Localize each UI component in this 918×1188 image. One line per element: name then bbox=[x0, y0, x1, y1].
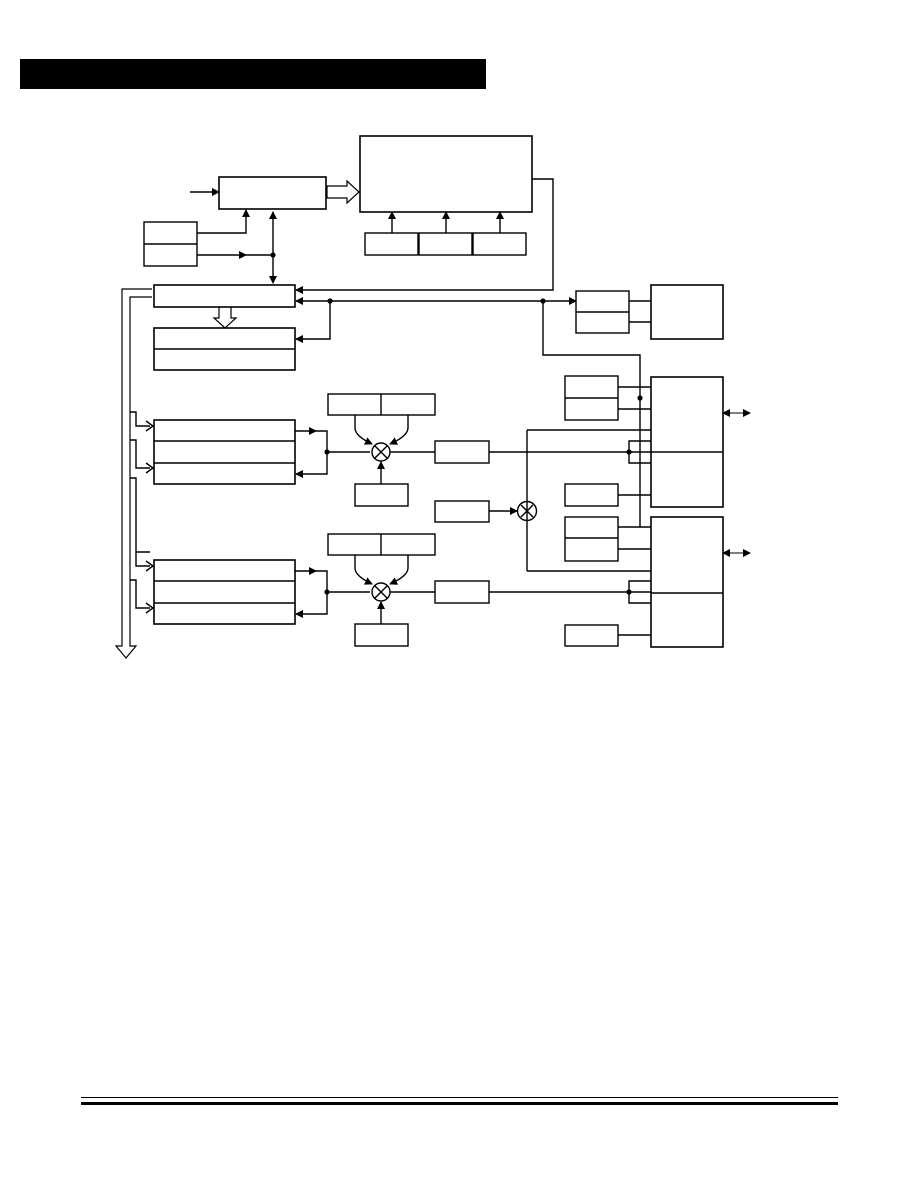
connector-line bbox=[130, 439, 150, 469]
connector-line bbox=[145, 420, 155, 432]
connector-line bbox=[295, 301, 331, 343]
junction-dot bbox=[637, 395, 643, 401]
connector-line bbox=[130, 477, 150, 553]
junction-dot bbox=[324, 589, 330, 595]
connector-line bbox=[542, 301, 641, 527]
center-input-block bbox=[434, 500, 490, 523]
output-block-1 bbox=[650, 376, 724, 508]
module-2-registers bbox=[153, 559, 296, 625]
connector-line bbox=[389, 415, 409, 445]
connector-line bbox=[389, 555, 409, 585]
top-sub-block-3 bbox=[472, 232, 527, 256]
connector-line bbox=[374, 585, 388, 599]
module-1-registers bbox=[153, 419, 296, 485]
connector-line bbox=[135, 552, 150, 567]
connector-line bbox=[295, 570, 328, 618]
bus-arrow-right bbox=[326, 179, 360, 205]
footer-rule-thick bbox=[81, 1102, 838, 1105]
right-pair-2 bbox=[564, 516, 619, 562]
connector-line bbox=[145, 462, 155, 474]
connector-line bbox=[145, 602, 155, 614]
right-single-1 bbox=[564, 483, 619, 507]
connector-line bbox=[628, 440, 651, 452]
top-sub-block-1 bbox=[364, 232, 419, 256]
connector-line bbox=[628, 452, 651, 464]
module-2-output-block bbox=[434, 580, 490, 604]
input-block bbox=[218, 176, 327, 210]
connector-line bbox=[354, 555, 373, 585]
output-block-2 bbox=[650, 516, 724, 648]
bus-arrow-down bbox=[212, 307, 238, 329]
connector-line bbox=[145, 560, 155, 572]
connector-line bbox=[628, 580, 651, 592]
right-single-2 bbox=[564, 624, 619, 647]
bus-register bbox=[153, 284, 296, 308]
right-top-block bbox=[650, 284, 724, 340]
connector-line bbox=[354, 415, 373, 445]
connector-line bbox=[130, 411, 150, 427]
module-2-bottom-block bbox=[354, 623, 409, 647]
connector-line bbox=[628, 592, 651, 604]
top-sub-block-2 bbox=[418, 232, 473, 256]
top-main-block bbox=[359, 135, 533, 213]
connector-line bbox=[295, 178, 554, 294]
junction-dot bbox=[270, 252, 276, 258]
connector-line bbox=[295, 430, 328, 478]
footer-rule-thin bbox=[81, 1097, 838, 1098]
junction-dot bbox=[324, 449, 330, 455]
left-bus bbox=[114, 288, 152, 659]
module-1-output-block bbox=[434, 440, 490, 464]
connector-line bbox=[197, 209, 250, 234]
connector-line bbox=[374, 445, 388, 459]
connector-line bbox=[130, 579, 150, 609]
module-1-bottom-block bbox=[354, 483, 409, 507]
header-bar bbox=[20, 59, 486, 89]
